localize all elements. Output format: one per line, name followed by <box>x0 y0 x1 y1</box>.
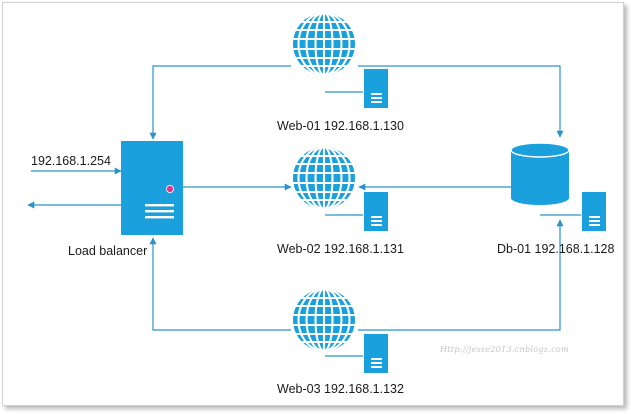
watermark-text: Http://jesse2013.cnblogs.com <box>439 345 569 354</box>
connector-web01-db01 <box>358 65 564 138</box>
web01-server-icon <box>364 69 388 108</box>
web03-server-icon <box>364 334 388 373</box>
web03-node[interactable] <box>284 280 388 373</box>
lb-vent-line <box>145 210 174 213</box>
web02-label: Web-02 192.168.1.131 <box>277 242 404 256</box>
db01-server-icon <box>582 192 606 231</box>
lb-vent-line <box>145 204 174 207</box>
lb-vent-line <box>145 216 174 219</box>
lb-inbound-ip-label: 192.168.1.254 <box>31 154 111 168</box>
web01-label: Web-01 192.168.1.130 <box>277 119 404 133</box>
web01-globe-icon <box>284 4 364 84</box>
load-balancer-label: Load balancer <box>68 244 147 258</box>
web02-node[interactable] <box>284 138 388 231</box>
connectors <box>27 65 564 331</box>
connector-lb-web01 <box>149 65 291 140</box>
connector-lb-web03 <box>149 237 291 331</box>
db01-label: Db-01 192.168.1.128 <box>497 242 615 256</box>
lb-status-dot <box>165 184 174 193</box>
web03-globe-icon <box>284 280 364 360</box>
web02-globe-icon <box>284 138 364 218</box>
load-balancer-node[interactable] <box>121 141 183 235</box>
connector-web03-db01 <box>358 219 564 331</box>
web01-node[interactable] <box>284 4 388 108</box>
web03-label: Web-03 192.168.1.132 <box>277 382 404 396</box>
db01-node[interactable] <box>510 142 606 231</box>
web02-server-icon <box>364 192 388 231</box>
database-icon <box>510 142 570 205</box>
